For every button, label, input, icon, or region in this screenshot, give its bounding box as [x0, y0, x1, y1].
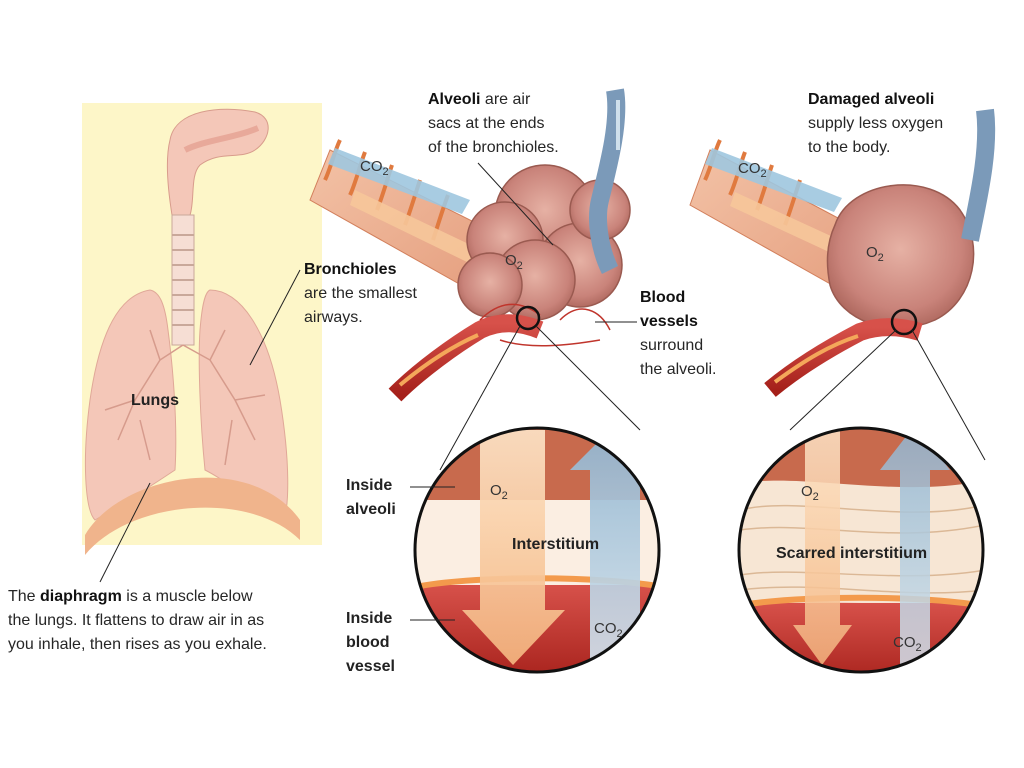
bronchioles-term: Bronchioles: [304, 261, 397, 278]
alveoli-pointer: [477, 162, 554, 246]
diaphragm-line3: you inhale, then rises as you exhale.: [8, 636, 267, 653]
interstitium-label: Interstitium: [512, 536, 600, 553]
bronchioles-pointer: [249, 269, 301, 366]
diaphragm-after: is a muscle below: [121, 588, 253, 605]
co2-label-tube: CO2: [360, 158, 389, 178]
inside-vessel-line1: Inside: [346, 610, 393, 627]
inside-alveoli-line2: alveoli: [346, 501, 396, 518]
inside-alveoli-label: Inside alveoli: [346, 474, 396, 522]
o2-arrow: [462, 430, 565, 665]
bronchioles-line2: are the smallest: [304, 285, 417, 302]
co2-arrow-weak: [880, 428, 950, 672]
o2-label-scarred: O2: [801, 483, 819, 503]
damaged-caption: Damaged alveoli supply less oxygen to th…: [808, 88, 943, 160]
co2-stream-tube: [328, 148, 470, 214]
diaphragm-caption: The diaphragm is a muscle below the lung…: [8, 585, 328, 657]
bronchioles-caption: Bronchioles are the smallest airways.: [304, 258, 417, 330]
alveoli-caption: Alveoli are air sacs at the ends of the …: [428, 88, 559, 160]
o2-label-tube: O2: [505, 252, 523, 272]
lungs-label: Lungs: [131, 392, 179, 409]
alveoli-line3: of the bronchioles.: [428, 139, 559, 156]
damaged-line3: to the body.: [808, 139, 891, 156]
inside-vessel-line3: vessel: [346, 658, 395, 675]
damaged-sac: [826, 184, 975, 329]
o2-arrow-weak: [793, 430, 852, 665]
diaphragm-line2: the lungs. It flattens to draw air in as: [8, 612, 265, 629]
o2-label-zoom: O2: [490, 482, 508, 502]
healthy-alveoli-illustration: [309, 88, 641, 471]
blood-term: Blood: [640, 289, 686, 306]
damaged-term: Damaged alveoli: [808, 91, 935, 108]
o2-label-damaged-tube: O2: [866, 244, 884, 264]
alveoli-term: Alveoli: [428, 91, 481, 108]
blood-vessels-caption: Blood vessels surround the alveoli.: [640, 286, 717, 382]
inside-vessel-line2: blood: [346, 634, 390, 651]
damaged-line2: supply less oxygen: [808, 115, 944, 132]
co2-label-damaged-tube: CO2: [738, 160, 767, 180]
zoom-circle-healthy: [410, 426, 661, 674]
diaphragm-pointer: [99, 482, 151, 583]
co2-label-scarred: CO2: [893, 634, 922, 654]
scarred-interstitium-label: Scarred interstitium: [776, 545, 928, 562]
alveoli-rest: are air: [480, 91, 531, 108]
alveoli-line2: sacs at the ends: [428, 115, 545, 132]
zoom-marker: [515, 305, 541, 331]
zoom-marker-damaged: [890, 308, 918, 336]
inside-vessel-label: Inside blood vessel: [346, 607, 395, 679]
artery: [388, 314, 544, 402]
lungs-illustration: [82, 103, 322, 583]
blood-vessels-line4: the alveoli.: [640, 361, 717, 378]
co2-label-zoom: CO2: [594, 620, 623, 640]
blood-vessels-line3: surround: [640, 337, 704, 354]
vessels-term: vessels: [640, 313, 698, 330]
diaphragm-before: The: [8, 588, 41, 605]
inside-alveoli-line1: Inside: [346, 477, 393, 494]
diaphragm: [85, 477, 300, 555]
bronchioles-line3: airways.: [304, 309, 363, 326]
diaphragm-term: diaphragm: [40, 588, 122, 605]
damaged-alveoli-illustration: [689, 108, 996, 461]
